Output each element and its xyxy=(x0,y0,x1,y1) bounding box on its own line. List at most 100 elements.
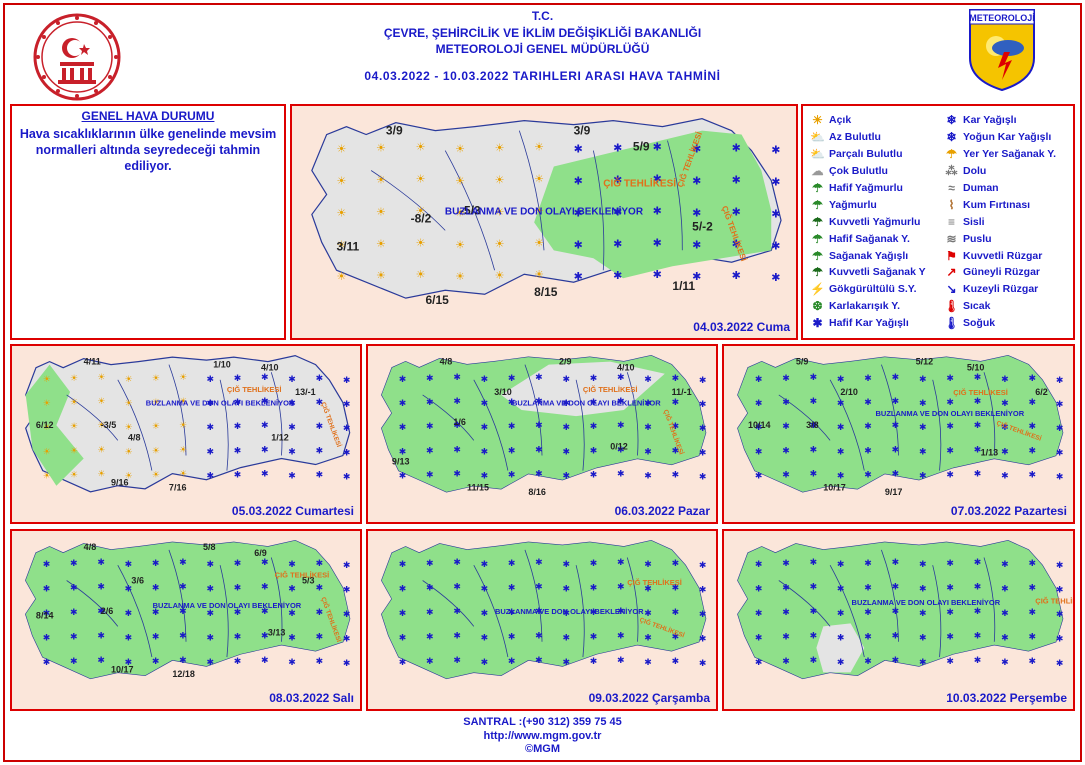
header-ministry: ÇEVRE, ŞEHİRCİLİK VE İKLİM DEĞİŞİKLİĞİ B… xyxy=(383,25,702,40)
forecast-map-day7: ✱✱✱✱✱✱✱✱✱✱✱✱✱✱✱✱✱✱✱✱✱✱✱✱✱✱✱✱✱✱✱✱✱✱✱✱✱✱✱✱… xyxy=(722,529,1075,711)
sun-icon: ☀ xyxy=(376,270,386,282)
temperature-label: -3/5 xyxy=(101,420,117,430)
snow-icon: ✱ xyxy=(125,584,133,594)
sun-icon: ☀ xyxy=(416,205,426,217)
snow-icon: ✱ xyxy=(453,582,461,592)
snow-icon: ✱ xyxy=(755,657,763,667)
sun-icon: ☀ xyxy=(152,470,160,480)
region-border xyxy=(983,557,996,642)
snow-icon: ✱ xyxy=(316,607,324,617)
snow-icon: ✱ xyxy=(782,397,790,407)
snow-icon: ✱ xyxy=(672,607,680,617)
forecast-map-day6: ✱✱✱✱✱✱✱✱✱✱✱✱✱✱✱✱✱✱✱✱✱✱✱✱✱✱✱✱✱✱✱✱✱✱✱✱✱✱✱✱… xyxy=(366,529,718,711)
sun-icon: ☀ xyxy=(376,206,386,218)
snow-icon: ✱ xyxy=(152,632,160,642)
region-border xyxy=(117,564,153,658)
region-border xyxy=(593,150,605,271)
region-border xyxy=(219,379,229,471)
turkey-map: ☀☀☀☀☀☀✱✱✱✱✱✱☀☀☀☀☀☀✱✱✱✱✱✱☀☀☀☀☀☀✱✱✱✱✱✱☀☀☀☀… xyxy=(311,118,782,307)
snow-icon: ✱ xyxy=(508,445,516,455)
snow-icon: ✱ xyxy=(864,583,872,593)
legend-item: ☀Açık xyxy=(809,112,926,129)
snow-icon: ✱ xyxy=(453,557,461,567)
footer-url[interactable]: http://www.mgm.gov.tr xyxy=(483,729,602,742)
snow-icon: ✱ xyxy=(508,656,516,666)
region-border xyxy=(778,580,831,627)
sun-icon: ☀ xyxy=(179,372,187,382)
snow-icon: ✱ xyxy=(206,398,214,408)
snow-icon: ✱ xyxy=(974,557,982,567)
snow-icon: ✱ xyxy=(261,582,269,592)
snow-icon: ✱ xyxy=(692,239,701,251)
legend-label: Kuvvetli Yağmurlu xyxy=(829,215,921,228)
legend-label: Duman xyxy=(963,182,999,194)
snow-icon: ✱ xyxy=(343,658,351,668)
snow-icon: ✱ xyxy=(426,421,434,431)
snow-icon: ✱ xyxy=(810,655,818,665)
general-weather-title: GENEL HAVA DURUMU xyxy=(81,109,215,123)
legend-item: ≡Sisli xyxy=(943,213,1056,230)
sun-icon: ☀ xyxy=(43,446,51,456)
snow-icon: ✱ xyxy=(426,656,434,666)
frost-zone xyxy=(25,540,350,679)
temperature-label: 4/8 xyxy=(440,357,453,367)
sun-icon: ☀ xyxy=(43,374,51,384)
snow-icon: ✱ xyxy=(892,582,900,592)
snow-icon: ✱ xyxy=(617,469,625,479)
legend-panel: ☀Açık⛅Az Bulutlu⛅Parçalı Bulutlu☁Çok Bul… xyxy=(801,104,1075,340)
temperature-label: -8/2 xyxy=(411,211,432,225)
snow-icon: ✱ xyxy=(343,472,351,482)
snow-icon: ✱ xyxy=(1056,634,1064,644)
sun-icon: ☀ xyxy=(70,373,78,383)
snow-icon: ✱ xyxy=(535,582,543,592)
legend-item: ⛅Parçalı Bulutlu xyxy=(809,146,926,163)
snow-icon: ✱ xyxy=(70,583,78,593)
sun-icon: ☀ xyxy=(70,470,78,480)
snow-icon: ✱ xyxy=(1028,632,1036,642)
snow-icon: ✱ xyxy=(399,608,407,618)
snow-icon: ✱ xyxy=(810,444,818,454)
snow-icon: ✱ xyxy=(206,559,214,569)
snow-icon: ✱ xyxy=(574,271,583,283)
snow-icon: ✱ xyxy=(892,444,900,454)
snow-icon: ✱ xyxy=(1056,658,1064,668)
avalanche-warning-label: ÇIĞ TEHLİKESİ xyxy=(1035,596,1073,605)
snow-icon: ✱ xyxy=(261,606,269,616)
region-border xyxy=(667,140,683,251)
snow-icon: ✱ xyxy=(617,444,625,454)
legend-item: ⌇Kum Fırtınası xyxy=(943,196,1056,213)
snow-icon: ✱ xyxy=(653,173,662,185)
sleet-icon: ❆ xyxy=(812,299,823,314)
snow-icon: ✱ xyxy=(535,655,543,665)
footer: SANTRAL :(+90 312) 359 75 45 http://www.… xyxy=(0,716,1085,757)
snow-icon: ✱ xyxy=(508,373,516,383)
snow-icon: ✱ xyxy=(343,585,351,595)
snow-icon: ✱ xyxy=(699,472,707,482)
snow-icon: ✱ xyxy=(43,559,51,569)
snow-icon: ✱ xyxy=(562,374,570,384)
snow-icon: ✱ xyxy=(453,631,461,641)
snow-icon: ✱ xyxy=(732,206,741,218)
snow-icon: ✱ xyxy=(644,657,652,667)
snow-icon: ✱ xyxy=(732,143,741,155)
legend-item: ☂Yer Yer Sağanak Y. xyxy=(943,146,1056,163)
snow-icon: ✱ xyxy=(1056,585,1064,595)
sun-icon: ☀ xyxy=(179,469,187,479)
snow-icon: ✱ xyxy=(974,631,982,641)
snow-icon: ✱ xyxy=(316,470,324,480)
forecast-date-label: 06.03.2022 Pazar xyxy=(614,504,710,518)
forecast-map-day3: ✱✱✱✱✱✱✱✱✱✱✱✱✱✱✱✱✱✱✱✱✱✱✱✱✱✱✱✱✱✱✱✱✱✱✱✱✱✱✱✱… xyxy=(366,344,718,524)
general-weather-panel: GENEL HAVA DURUMU Hava sıcaklıklarının ü… xyxy=(10,104,286,340)
snow-icon: ✱ xyxy=(755,559,763,569)
temperature-label: 2/6 xyxy=(101,606,114,616)
temperature-label: 4/8 xyxy=(84,542,97,552)
turkey-map: ✱✱✱✱✱✱✱✱✱✱✱✱✱✱✱✱✱✱✱✱✱✱✱✱✱✱✱✱✱✱✱✱✱✱✱✱✱✱✱✱… xyxy=(737,540,1073,680)
snow-icon: ✱ xyxy=(234,373,242,383)
snow-icon: ✱ xyxy=(590,445,598,455)
frost-zone xyxy=(534,130,772,279)
snow-icon: ✱ xyxy=(261,420,269,430)
region-border xyxy=(473,379,509,471)
snow-icon: ✱ xyxy=(574,207,583,219)
snow-icon: ✱ xyxy=(535,631,543,641)
snow-icon: ✱ xyxy=(206,422,214,432)
